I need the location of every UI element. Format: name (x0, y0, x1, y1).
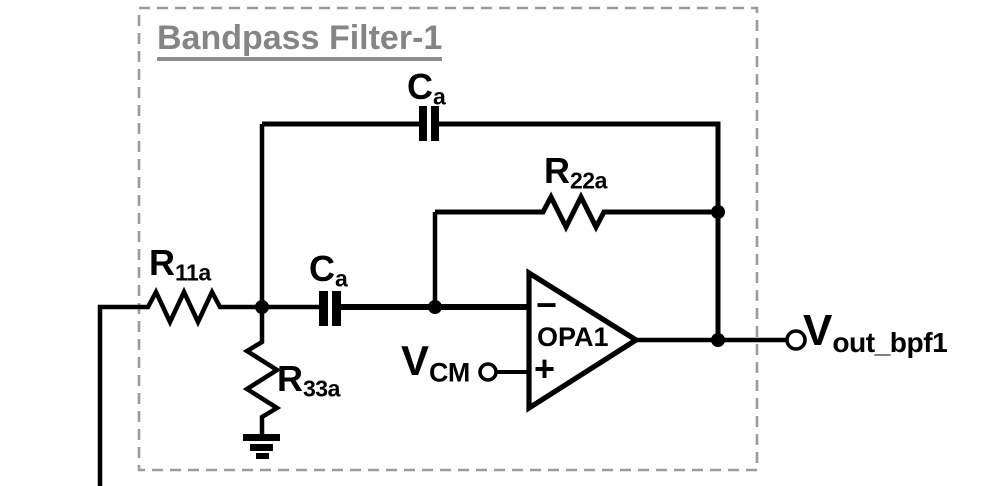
ground-bar (250, 444, 273, 451)
opamp-noninverting-symbol: + (534, 348, 556, 389)
ground-bar (243, 434, 280, 441)
junction-dot-feedback-r22a (711, 205, 725, 219)
r33a-label: R33a (277, 361, 340, 401)
r33a-name: R (277, 358, 303, 399)
vout-sub: out_bpf1 (832, 326, 948, 358)
capacitor-ca-mid (319, 291, 341, 326)
junction-dot-output-node (711, 333, 725, 347)
opamp-label: OPA1 (537, 322, 609, 352)
resistor-r22a (435, 191, 718, 233)
r33a-sub: 33a (303, 375, 340, 402)
cap-top-name: C (407, 66, 433, 107)
vout-terminal (785, 329, 807, 351)
cap-top-label: Ca (407, 66, 446, 110)
filter-boundary-box (137, 6, 759, 472)
ground-bar (256, 453, 269, 459)
vcm-name: V (401, 337, 430, 384)
cap-mid-label: Ca (309, 248, 348, 292)
ground-symbol (243, 434, 280, 459)
r22a-name: R (544, 150, 570, 191)
wire-top-feedback (262, 121, 721, 340)
opamp-triangle (526, 268, 641, 413)
r22a-label: R22a (544, 153, 607, 193)
vcm-sub: CM (429, 357, 470, 388)
opamp-inverting-symbol: − (536, 284, 558, 325)
vout-name: V (803, 306, 833, 355)
capacitor-ca-top (419, 106, 439, 141)
schematic-title: Bandpass Filter-1 (157, 21, 443, 61)
vout-label: Vout_bpf1 (803, 306, 948, 358)
cap-top-sub: a (433, 83, 446, 110)
r11a-label: R11a (149, 245, 211, 285)
resistor-r33a (242, 307, 282, 436)
junction-dot-inverting-node (428, 300, 442, 314)
junction-dot-input-node (255, 300, 269, 314)
r11a-sub: 11a (175, 259, 211, 286)
vcm-terminal (478, 362, 498, 382)
wire-input-r11a (97, 286, 319, 486)
cap-mid-sub: a (335, 265, 348, 292)
r11a-name: R (149, 242, 175, 283)
r22a-sub: 22a (570, 167, 607, 194)
cap-mid-name: C (309, 248, 335, 289)
vcm-label: VCM (401, 340, 470, 386)
